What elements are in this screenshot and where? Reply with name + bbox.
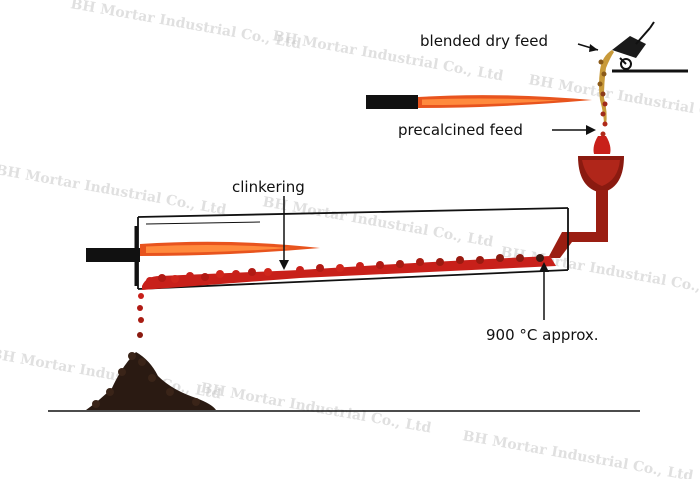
watermark-8: BH Mortar Industrial Co., Ltd (199, 380, 432, 436)
precalcined-stream (593, 136, 611, 154)
clinker-pile-texture (92, 352, 200, 408)
arrowhead-blended (589, 44, 598, 52)
label-precalcined-feed: precalcined feed (398, 121, 523, 139)
kiln-burner (86, 248, 140, 262)
wheelbarrow-icon (612, 21, 655, 70)
label-clinkering: clinkering (232, 178, 305, 196)
arrowhead-temperature (539, 262, 549, 272)
arrowhead-precalcined (586, 125, 596, 135)
falling-feed (597, 50, 614, 137)
precalciner-flame-core (422, 98, 560, 105)
kiln-flame-core (146, 245, 290, 253)
falling-clinker (137, 293, 144, 338)
precalciner-burner (366, 95, 418, 109)
arrowhead-clinkering (279, 260, 289, 270)
bowl-contents (582, 160, 620, 186)
label-blended-dry-feed: blended dry feed (420, 32, 548, 50)
label-temperature: 900 °C approx. (486, 326, 599, 344)
watermark-9: BH Mortar Industrial Co., Ltd (461, 428, 694, 479)
watermark-1: BH Mortar Industrial Co., Ltd (69, 0, 302, 53)
clinker-bed (142, 254, 556, 290)
watermark-5: BH Mortar Industrial Co., Ltd (261, 194, 494, 250)
watermark-4: BH Mortar Industrial Co., Ltd (0, 162, 228, 218)
feed-chute (548, 190, 608, 258)
